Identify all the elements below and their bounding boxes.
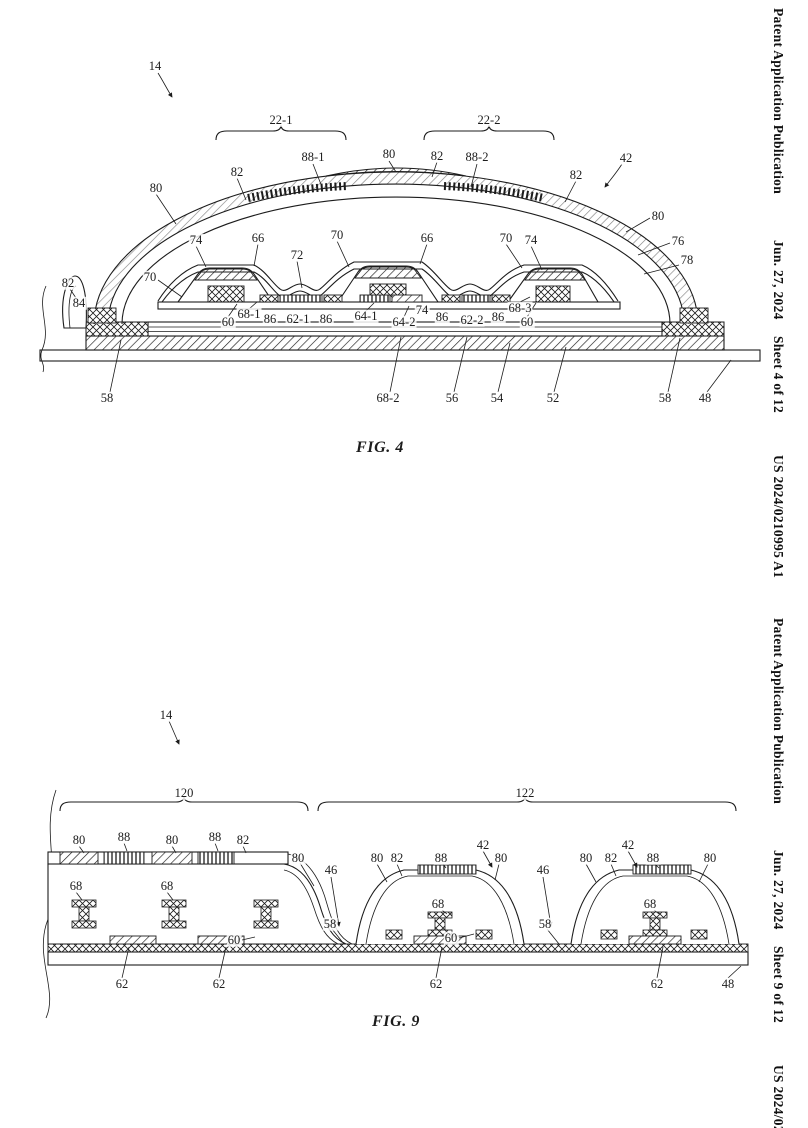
leader-lines bbox=[75, 720, 742, 979]
edge-seal bbox=[62, 275, 87, 329]
sheet-number: Sheet 4 of 12 bbox=[771, 336, 786, 414]
braces bbox=[59, 795, 737, 812]
dome-cover bbox=[87, 167, 709, 325]
braces bbox=[215, 124, 555, 141]
pixel-structures bbox=[176, 265, 599, 303]
publication-number: US 2024/0210995 A1 bbox=[771, 1064, 786, 1128]
figure-9-drawing bbox=[42, 720, 749, 1019]
electrode-strips bbox=[157, 294, 621, 310]
figure-4-drawing bbox=[39, 72, 761, 393]
publication-title: Patent Application Publication bbox=[771, 618, 786, 805]
region-120-slab bbox=[47, 851, 353, 945]
encapsulation-layer bbox=[157, 261, 619, 309]
sheet-header-bottom: Patent Application Publication Jun. 27, … bbox=[770, 618, 786, 1128]
region-122-dome-1 bbox=[355, 864, 525, 945]
publication-date: Jun. 27, 2024 bbox=[771, 849, 786, 930]
sheet-number: Sheet 9 of 12 bbox=[771, 946, 786, 1024]
leader-lines bbox=[69, 72, 732, 393]
figure-4-caption: FIG. 4 bbox=[355, 439, 405, 456]
region-122-dome-2 bbox=[570, 864, 740, 945]
publication-title: Patent Application Publication bbox=[771, 8, 786, 195]
figure-9-caption: FIG. 9 bbox=[371, 1013, 421, 1030]
publication-number: US 2024/0210995 A1 bbox=[771, 454, 786, 578]
publication-date: Jun. 27, 2024 bbox=[771, 239, 786, 320]
sheet-header-top: Patent Application Publication Jun. 27, … bbox=[770, 8, 786, 578]
